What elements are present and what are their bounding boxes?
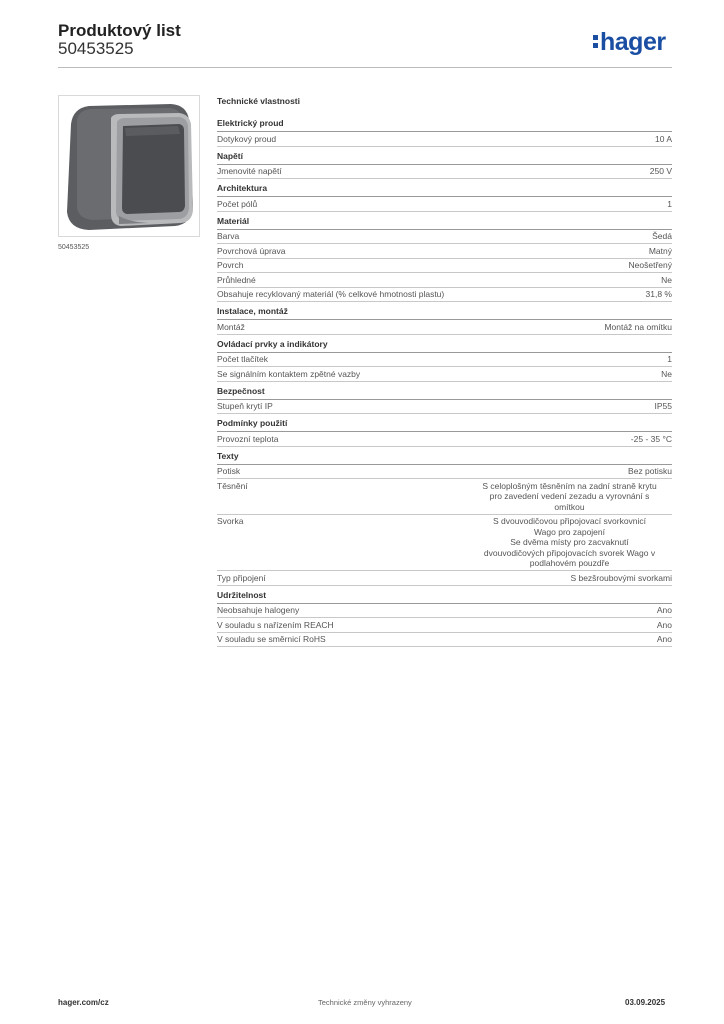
- footer-website: hager.com/cz: [58, 998, 109, 1007]
- spec-value: Šedá: [652, 231, 672, 241]
- spec-label: Průhledné: [217, 274, 256, 285]
- spec-label: Svorka: [217, 516, 244, 526]
- spec-row: Montáž Montáž na omítku: [217, 320, 672, 335]
- spec-label: Se signálním kontaktem zpětné vazby: [217, 368, 361, 379]
- spec-label: Provozní teplota: [217, 433, 279, 444]
- section-title: Architektura: [217, 183, 672, 197]
- spec-label: Povrchová úprava: [217, 245, 286, 256]
- spec-label: Stupeň krytí IP: [217, 401, 273, 411]
- spec-row: Neobsahuje halogeny Ano: [217, 604, 672, 618]
- spec-row: Povrch Neošetřený: [217, 259, 672, 273]
- spec-label: Těsnění: [217, 480, 248, 491]
- spec-value: Ne: [661, 368, 672, 379]
- spec-value: Neošetřený: [628, 260, 672, 270]
- specs-title: Technické vlastnosti: [217, 96, 300, 106]
- spec-value: 1: [667, 198, 672, 209]
- spec-row: Potisk Bez potisku: [217, 465, 672, 479]
- spec-row: Obsahuje recyklovaný materiál (% celkové…: [217, 288, 672, 302]
- spec-row: Svorka S dvouvodičovou připojovací svorko…: [217, 515, 672, 571]
- spec-row: Se signálním kontaktem zpětné vazby Ne: [217, 367, 672, 382]
- product-image: [58, 95, 200, 237]
- spec-label: Počet pólů: [217, 198, 258, 209]
- spec-label: Typ připojení: [217, 572, 266, 583]
- section-title: Instalace, montáž: [217, 306, 672, 320]
- spec-value: 31,8 %: [645, 289, 672, 299]
- product-code: 50453525: [58, 39, 134, 58]
- spec-row: V souladu s nařízením REACH Ano: [217, 618, 672, 633]
- spec-value: S dvouvodičovou připojovací svorkovnicí …: [483, 516, 656, 568]
- spec-value: Ne: [661, 274, 672, 285]
- spec-row: Typ připojení S bezšroubovými svorkami: [217, 571, 672, 586]
- spec-value: Montáž na omítku: [604, 321, 672, 332]
- section-title: Materiál: [217, 216, 672, 230]
- spec-value: Ano: [656, 619, 672, 630]
- spec-row: Dotykový proud 10 A: [217, 132, 672, 147]
- spec-value: 10 A: [654, 133, 672, 144]
- spec-value: S bezšroubovými svorkami: [570, 572, 672, 583]
- spec-row: Těsnění S celoplošným těsněním na zadní s…: [217, 479, 672, 515]
- logo-text: hager: [600, 28, 666, 56]
- section-title: Podmínky použití: [217, 418, 672, 432]
- spec-value: Bez potisku: [628, 466, 672, 476]
- spec-label: Montáž: [217, 321, 245, 332]
- switch-product-icon: [67, 104, 193, 230]
- spec-value: Ano: [656, 634, 672, 644]
- spec-value: 1: [667, 354, 672, 364]
- spec-label: V souladu s nařízením REACH: [217, 619, 334, 630]
- spec-label: Povrch: [217, 260, 244, 270]
- section-title: Udržitelnost: [217, 590, 672, 604]
- spec-label: Potisk: [217, 466, 241, 476]
- header-divider: [58, 67, 672, 68]
- spec-label: Obsahuje recyklovaný materiál (% celkové…: [217, 289, 445, 299]
- spec-row: Povrchová úprava Matný: [217, 244, 672, 259]
- spec-label: Počet tlačítek: [217, 354, 269, 364]
- spec-value: -25 - 35 °C: [630, 433, 672, 444]
- spec-row: Jmenovité napětí 250 V: [217, 165, 672, 179]
- logo-dots-icon: [593, 33, 599, 49]
- spec-value: 250 V: [649, 166, 672, 176]
- footer-notice: Technické změny vyhrazeny: [318, 998, 412, 1007]
- hager-logo: hager: [593, 28, 666, 57]
- section-title: Texty: [217, 451, 672, 465]
- page-title: Produktový list: [58, 21, 181, 40]
- spec-label: V souladu se směrnicí RoHS: [217, 634, 326, 644]
- footer-date: 03.09.2025: [625, 998, 666, 1007]
- spec-row: Počet tlačítek 1: [217, 353, 672, 367]
- spec-row: Průhledné Ne: [217, 273, 672, 288]
- spec-row: Stupeň krytí IP IP55: [217, 400, 673, 414]
- spec-row: Provozní teplota -25 - 35 °C: [217, 432, 672, 447]
- section-title: Elektrický proud: [217, 118, 672, 132]
- spec-row: V souladu se směrnicí RoHS Ano: [217, 633, 672, 647]
- spec-label: Neobsahuje halogeny: [217, 605, 300, 615]
- image-caption: 50453525: [58, 244, 90, 251]
- spec-value: Ano: [656, 605, 672, 615]
- spec-label: Jmenovité napětí: [217, 166, 282, 176]
- spec-label: Dotykový proud: [217, 133, 277, 144]
- spec-value: S celoplošným těsněním na zadní straně k…: [482, 480, 657, 512]
- spec-label: Barva: [217, 231, 240, 241]
- section-title: Ovládací prvky a indikátory: [217, 339, 672, 353]
- spec-value: IP55: [654, 401, 673, 411]
- section-title: Bezpečnost: [217, 386, 672, 400]
- spec-value: Matný: [648, 245, 672, 256]
- section-title: Napětí: [217, 151, 672, 165]
- spec-row: Počet pólů 1: [217, 197, 672, 212]
- spec-row: Barva Šedá: [217, 230, 672, 244]
